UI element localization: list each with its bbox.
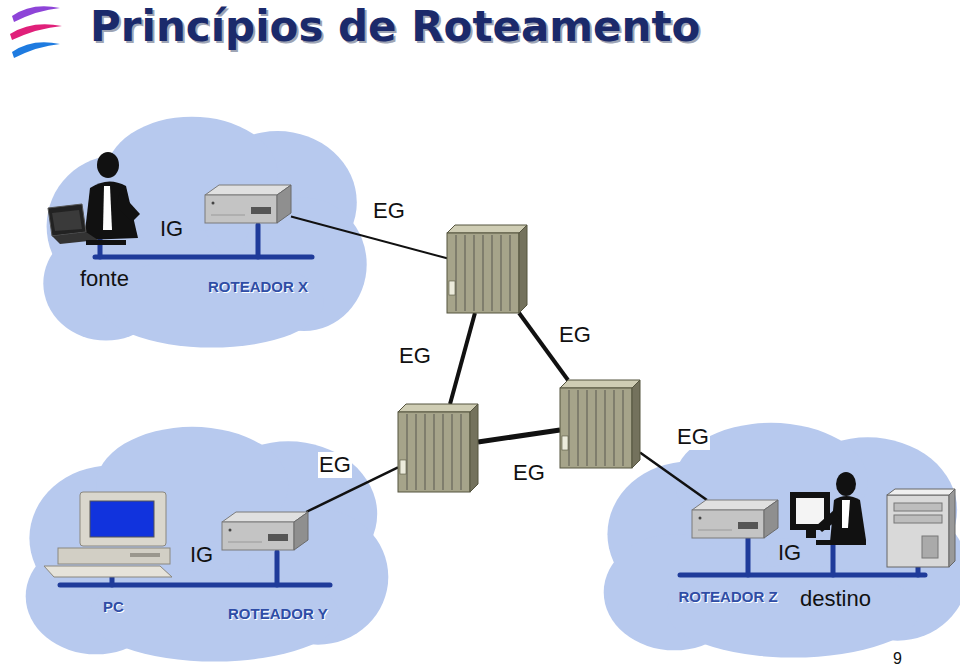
gateway-cabinets — [398, 225, 640, 492]
protocol-label: EG — [512, 460, 546, 486]
router-name: ROTEADOR Z — [678, 588, 778, 605]
protocol-label: EG — [558, 322, 592, 348]
node-text-holder: IG — [190, 542, 213, 568]
protocol-label: IG — [190, 542, 213, 568]
device-label: destino — [800, 586, 871, 612]
page-title: Princípios de Roteamento — [90, 2, 700, 51]
protocol-label: EG — [372, 198, 406, 224]
device-label: fonte — [80, 266, 129, 292]
node-text-holder: ROTEADOR X — [208, 278, 308, 295]
protocol-label: IG — [160, 216, 183, 242]
router-name: ROTEADOR Y — [228, 605, 328, 622]
router-name: ROTEADOR X — [208, 278, 308, 295]
edge-label-holder: EG — [372, 198, 406, 224]
node-text-holder: IG — [160, 216, 183, 242]
protocol-label: IG — [778, 540, 801, 566]
link-line — [450, 313, 475, 404]
edge-label-holder: EG — [558, 322, 592, 348]
page-number: 9 — [893, 650, 902, 668]
node-text-holder: ROTEADOR Z — [678, 588, 778, 605]
title-icon — [10, 6, 62, 58]
protocol-label: EG — [398, 343, 432, 369]
edge-label-holder: EG — [512, 460, 546, 486]
label-holder: destino — [800, 586, 871, 612]
server-tower — [887, 489, 955, 567]
edge-label-holder: EG — [318, 452, 352, 478]
node-text-holder: ROTEADOR Y — [228, 605, 328, 622]
page-title-holder: Princípios de Roteamento — [90, 2, 700, 51]
link-line — [478, 430, 560, 442]
label-holder: 9 — [893, 650, 902, 668]
edge-label-holder: EG — [676, 424, 710, 450]
node-text-holder: IG — [778, 540, 801, 566]
edge-label-holder: EG — [398, 343, 432, 369]
protocol-label: EG — [318, 452, 352, 478]
protocol-label: EG — [676, 424, 710, 450]
label-holder: fonte — [80, 266, 129, 292]
label-holder: PC — [103, 598, 124, 615]
device-label: PC — [103, 598, 124, 615]
lan-wires — [60, 225, 925, 585]
